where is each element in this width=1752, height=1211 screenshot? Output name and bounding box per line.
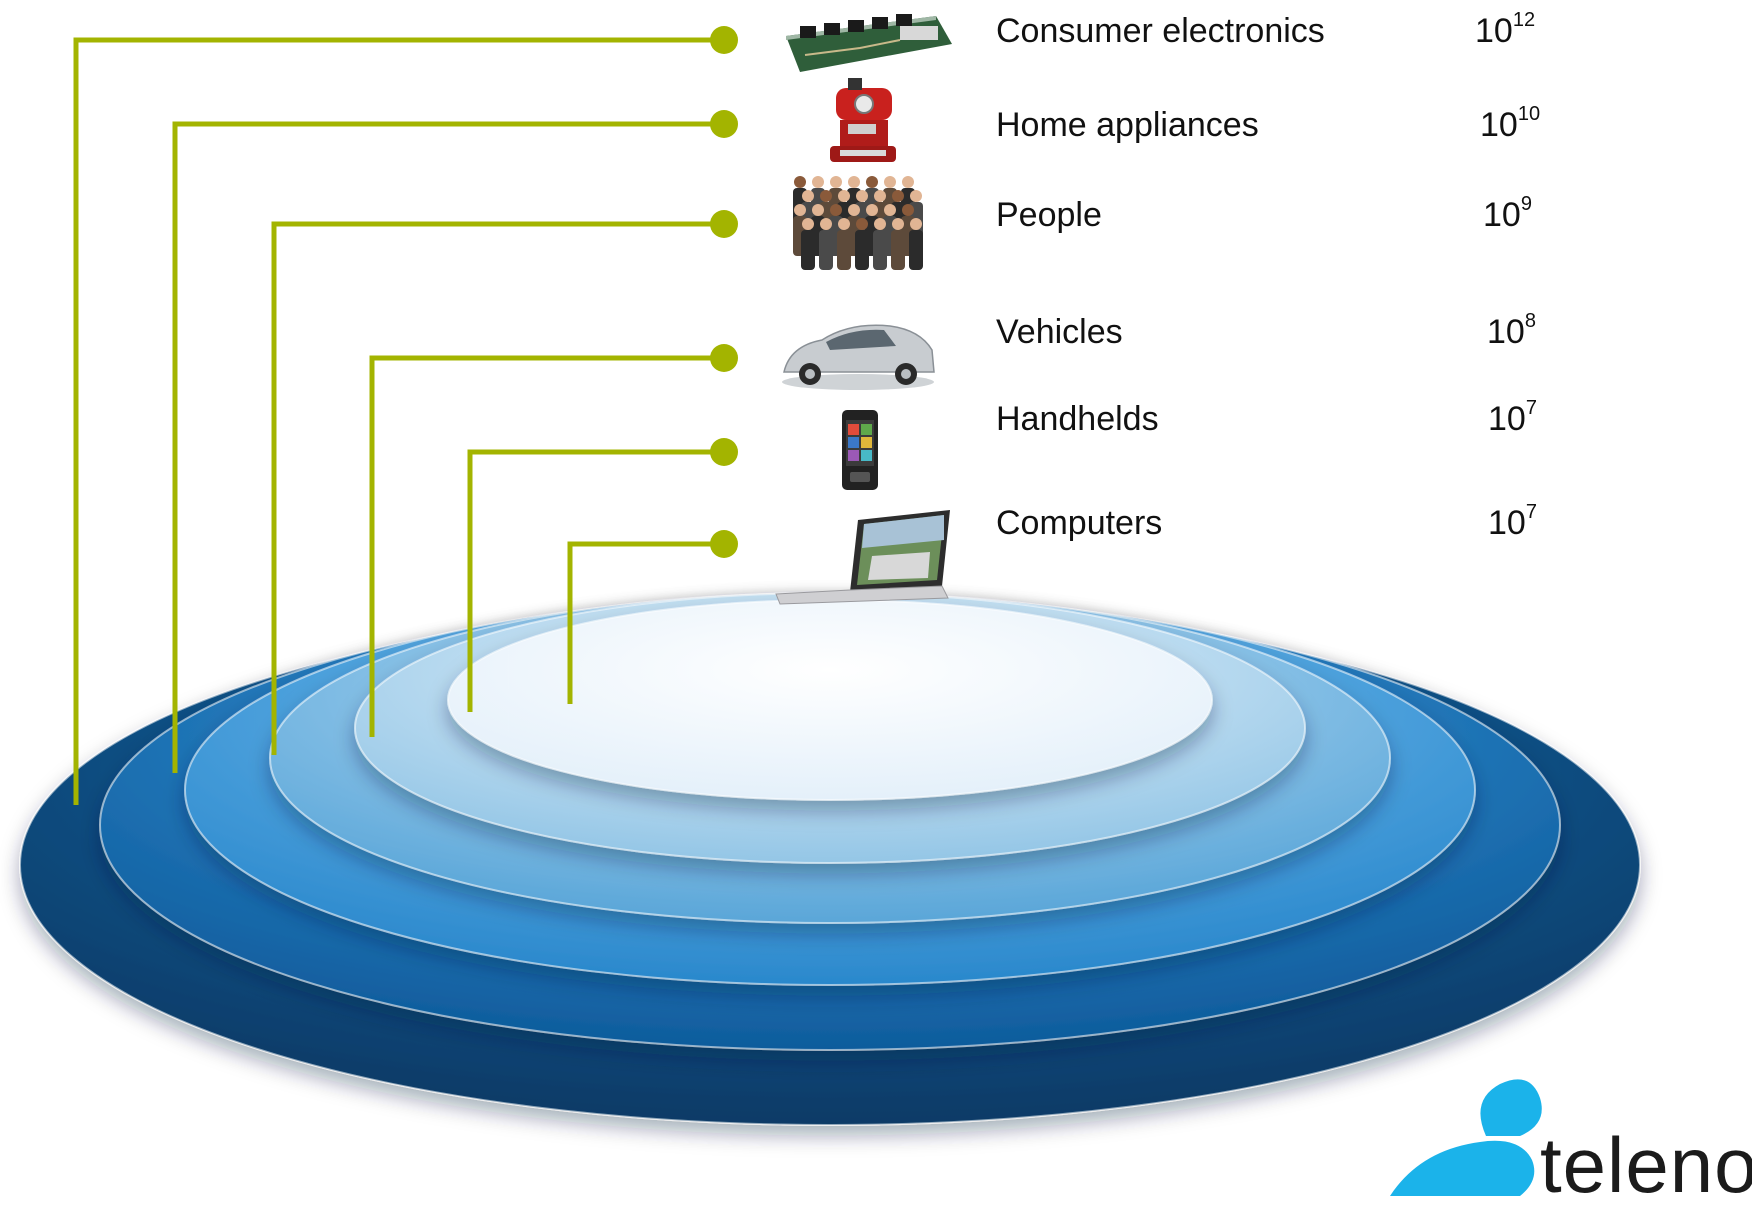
connector-line-5 (467, 449, 724, 712)
count-exponent: 7 (1525, 501, 1537, 523)
count-exponent: 7 (1525, 397, 1537, 419)
car-icon (782, 324, 935, 390)
connector-dot-1 (710, 26, 738, 54)
count-base: 10 (1488, 400, 1526, 438)
category-count: 109 (1483, 193, 1532, 235)
count-base: 10 (1483, 196, 1521, 234)
laptop-icon (775, 510, 950, 605)
count-base: 10 (1488, 504, 1526, 542)
count-base: 10 (1480, 106, 1518, 144)
espresso-machine-icon (830, 78, 896, 162)
count-exponent: 9 (1520, 193, 1532, 215)
category-label: Computers (996, 504, 1163, 542)
category-count: 108 (1487, 310, 1536, 352)
connector-line-4 (369, 355, 724, 737)
connector-dot-5 (710, 438, 738, 466)
connector-line-1 (73, 37, 724, 805)
circuit-board-icon (786, 14, 952, 72)
connector-line-3 (271, 221, 724, 755)
ring-inner-computers (447, 599, 1213, 801)
category-count: 107 (1488, 397, 1537, 439)
connector-line-2 (172, 121, 724, 773)
telenor-logo-text: telenor (1540, 1121, 1752, 1209)
count-base: 10 (1487, 313, 1525, 351)
category-count: 1010 (1480, 103, 1541, 145)
people-group-icon (793, 176, 923, 270)
smartphone-icon (842, 410, 878, 490)
connector-dot-4 (710, 344, 738, 372)
count-base: 10 (1475, 12, 1513, 50)
count-exponent: 12 (1512, 9, 1536, 31)
connector-dot-3 (710, 210, 738, 238)
connector-line-6 (567, 541, 724, 704)
category-label: Home appliances (996, 106, 1259, 144)
count-exponent: 8 (1524, 310, 1536, 332)
connector-dot-2 (710, 110, 738, 138)
category-label: Handhelds (996, 400, 1159, 438)
count-exponent: 10 (1517, 103, 1541, 125)
category-label: Vehicles (996, 313, 1123, 351)
connector-dot-6 (710, 530, 738, 558)
telenor-logo-icon (1390, 1079, 1542, 1196)
category-label: Consumer electronics (996, 12, 1325, 50)
category-count: 1012 (1475, 9, 1536, 51)
category-label: People (996, 196, 1102, 234)
category-count: 107 (1488, 501, 1537, 543)
